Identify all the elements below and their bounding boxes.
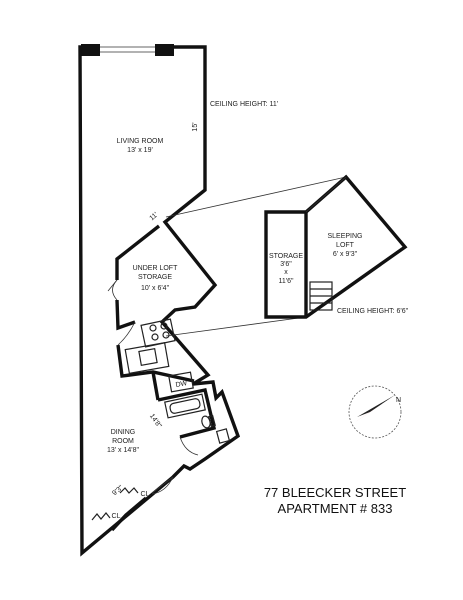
kitchen-partition xyxy=(151,371,160,401)
ceiling-height-main: CEILING HEIGHT: 11' xyxy=(210,101,278,108)
outer-wall xyxy=(78,45,241,557)
sleeping-loft-label-1: SLEEPING xyxy=(327,233,362,240)
burner-1 xyxy=(149,324,157,332)
burner-3 xyxy=(151,333,159,341)
sleeping-loft-size: 6' x 9'3" xyxy=(333,251,358,258)
sleeping-loft-label-2: LOFT xyxy=(336,242,355,249)
kitchen-wall xyxy=(116,344,195,383)
living-room-size: 13' x 19' xyxy=(127,147,153,154)
loft-projection-1 xyxy=(165,176,347,218)
closet-2-label: CL xyxy=(112,513,121,520)
loft-storage-label: STORAGE xyxy=(269,253,303,260)
living-corner-dim: 11' xyxy=(148,211,159,222)
under-loft-size: 10' x 6'4" xyxy=(141,285,170,292)
loft-storage-size-a: 3'6" xyxy=(280,261,292,268)
address-block: 77 BLEECKER STREET APARTMENT # 833 xyxy=(250,485,420,517)
entry-door-swing xyxy=(151,476,174,495)
loft-storage-size-b: 11'6" xyxy=(279,278,294,285)
closet-1-label: CL. xyxy=(141,491,152,498)
compass: N xyxy=(348,385,402,439)
compass-ring xyxy=(348,385,402,439)
dining-room-label-2: ROOM xyxy=(112,438,134,445)
closet-door-1 xyxy=(91,512,111,521)
window-right xyxy=(155,44,174,56)
toilet-tank xyxy=(208,414,216,428)
bathtub-inner xyxy=(169,398,201,414)
under-loft-wall xyxy=(115,224,161,280)
entry-door-leaf xyxy=(151,476,174,494)
closet-wall xyxy=(110,496,148,532)
address-apartment: APARTMENT # 833 xyxy=(277,501,393,516)
compass-needle xyxy=(354,395,395,423)
window-left xyxy=(81,44,100,56)
dining-room-label-1: DINING xyxy=(111,429,136,436)
counter xyxy=(124,342,170,374)
under-loft-label-1: UNDER LOFT xyxy=(133,265,178,272)
dining-entry-dim: 9'3" xyxy=(111,484,125,497)
under-loft-wall-lower xyxy=(115,299,136,331)
bathroom-wall xyxy=(157,387,217,439)
dishwasher-box xyxy=(168,371,194,393)
ceiling-height-loft: CEILING HEIGHT: 6'6" xyxy=(337,308,409,315)
burner-4 xyxy=(162,331,170,339)
living-height-dim: 15' xyxy=(192,122,199,131)
loft-diagonal xyxy=(305,176,347,213)
vanity xyxy=(215,428,231,444)
loft-projection-2 xyxy=(165,316,307,337)
address-street: 77 BLEECKER STREET xyxy=(263,485,407,500)
dining-room-size: 13' x 14'8" xyxy=(107,447,140,454)
compass-north-label: N xyxy=(396,397,401,404)
under-loft-label-2: STORAGE xyxy=(138,274,172,281)
compass-needle-dark xyxy=(357,395,395,417)
kitchen-side-dim: 14'8" xyxy=(148,413,163,430)
living-room-label: LIVING ROOM xyxy=(117,138,164,145)
sink xyxy=(138,348,158,366)
door-leaf-under-loft xyxy=(107,279,118,292)
door-swing-storage xyxy=(117,321,136,346)
closet-door-2 xyxy=(119,487,139,494)
dishwasher-label: DW xyxy=(175,380,188,389)
bathtub xyxy=(164,393,206,419)
loft-storage-size-x: x xyxy=(284,269,288,276)
burner-2 xyxy=(160,322,168,330)
door-swing-bath xyxy=(179,436,199,456)
